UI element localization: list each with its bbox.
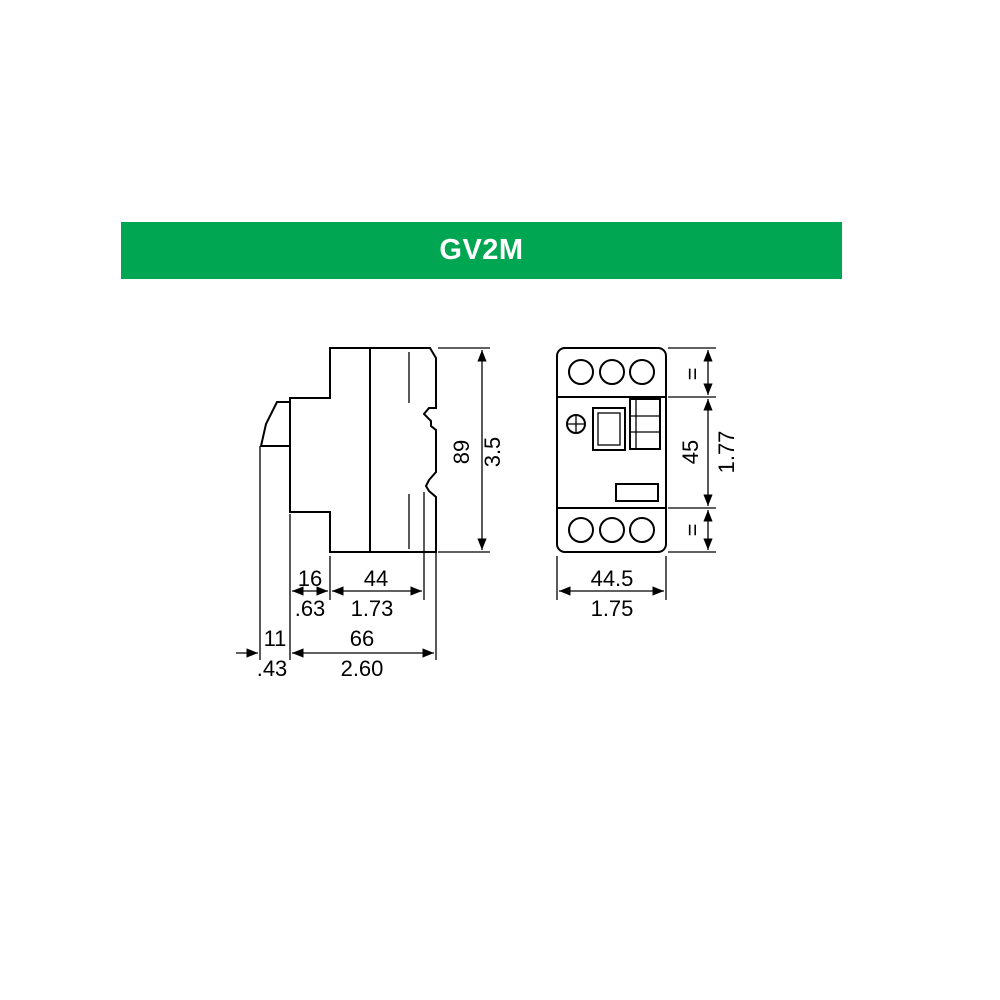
body-depth-in: 1.73 xyxy=(351,596,394,621)
knob-depth-in: .43 xyxy=(257,656,288,681)
terminal-spacing-mm: 45 xyxy=(678,440,703,464)
total-depth-in: 2.60 xyxy=(341,656,384,681)
total-depth-mm: 66 xyxy=(350,626,374,651)
side-body-outline xyxy=(289,347,437,553)
front-view: = = 45 1.77 44.5 1.75 xyxy=(556,347,739,621)
product-title: GV2M xyxy=(439,234,524,266)
push-buttons xyxy=(629,398,661,450)
body-depth-mm: 44 xyxy=(364,566,388,591)
terminal-bottom-1 xyxy=(568,517,594,543)
front-depth-mm: 16 xyxy=(298,566,322,591)
front-body-outline xyxy=(556,347,667,553)
front-depth-in: .63 xyxy=(295,596,326,621)
terminal-bottom-2 xyxy=(599,517,625,543)
height-in: 3.5 xyxy=(480,437,505,468)
side-view: 89 3.5 16 .63 44 1.73 11 .43 66 2.60 xyxy=(236,347,505,681)
terminal-top-1 xyxy=(568,359,594,385)
label-slot xyxy=(615,483,659,502)
knob-outline xyxy=(259,401,290,447)
terminal-bottom-3 xyxy=(629,517,655,543)
height-mm: 89 xyxy=(449,440,474,464)
control-window xyxy=(592,407,626,451)
terminal-top-2 xyxy=(599,359,625,385)
width-mm: 44.5 xyxy=(591,566,634,591)
width-in: 1.75 xyxy=(591,596,634,621)
equal-top-mark: = xyxy=(680,368,705,381)
knob-depth-mm: 11 xyxy=(264,626,287,651)
terminal-spacing-in: 1.77 xyxy=(714,431,739,474)
product-title-banner: GV2M xyxy=(121,222,842,279)
equal-bottom-mark: = xyxy=(680,524,705,537)
terminal-top-3 xyxy=(629,359,655,385)
